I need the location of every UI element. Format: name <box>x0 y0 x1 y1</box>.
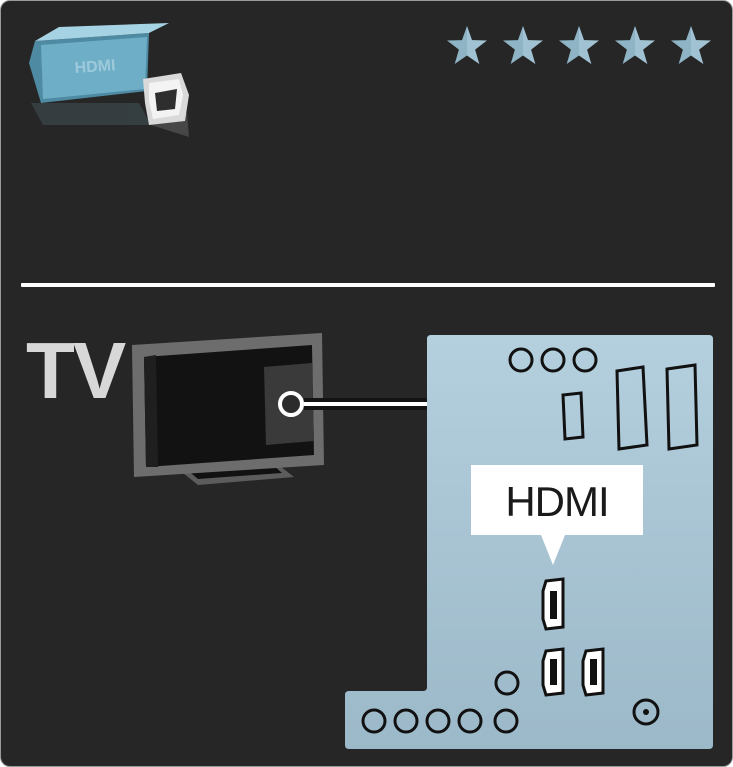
connector-panel: HDMI <box>345 335 713 749</box>
star-highlight <box>691 26 711 64</box>
star-highlight <box>635 26 655 64</box>
rating-stars <box>447 26 711 64</box>
star-icon <box>671 26 711 64</box>
star-highlight <box>579 26 599 64</box>
star-highlight <box>467 26 487 64</box>
star-icon <box>503 26 543 64</box>
star-icon <box>615 26 655 64</box>
hdmi-callout-label: HDMI <box>505 478 608 525</box>
plug-label: HDMI <box>74 57 116 77</box>
hdmi-plug-icon: HDMI <box>29 23 189 137</box>
star-icon <box>559 26 599 64</box>
tv-label: TV <box>26 326 126 415</box>
star-icon <box>447 26 487 64</box>
star-highlight <box>523 26 543 64</box>
connection-cable <box>304 398 429 410</box>
tv-icon <box>132 333 324 485</box>
section-divider <box>21 283 715 287</box>
